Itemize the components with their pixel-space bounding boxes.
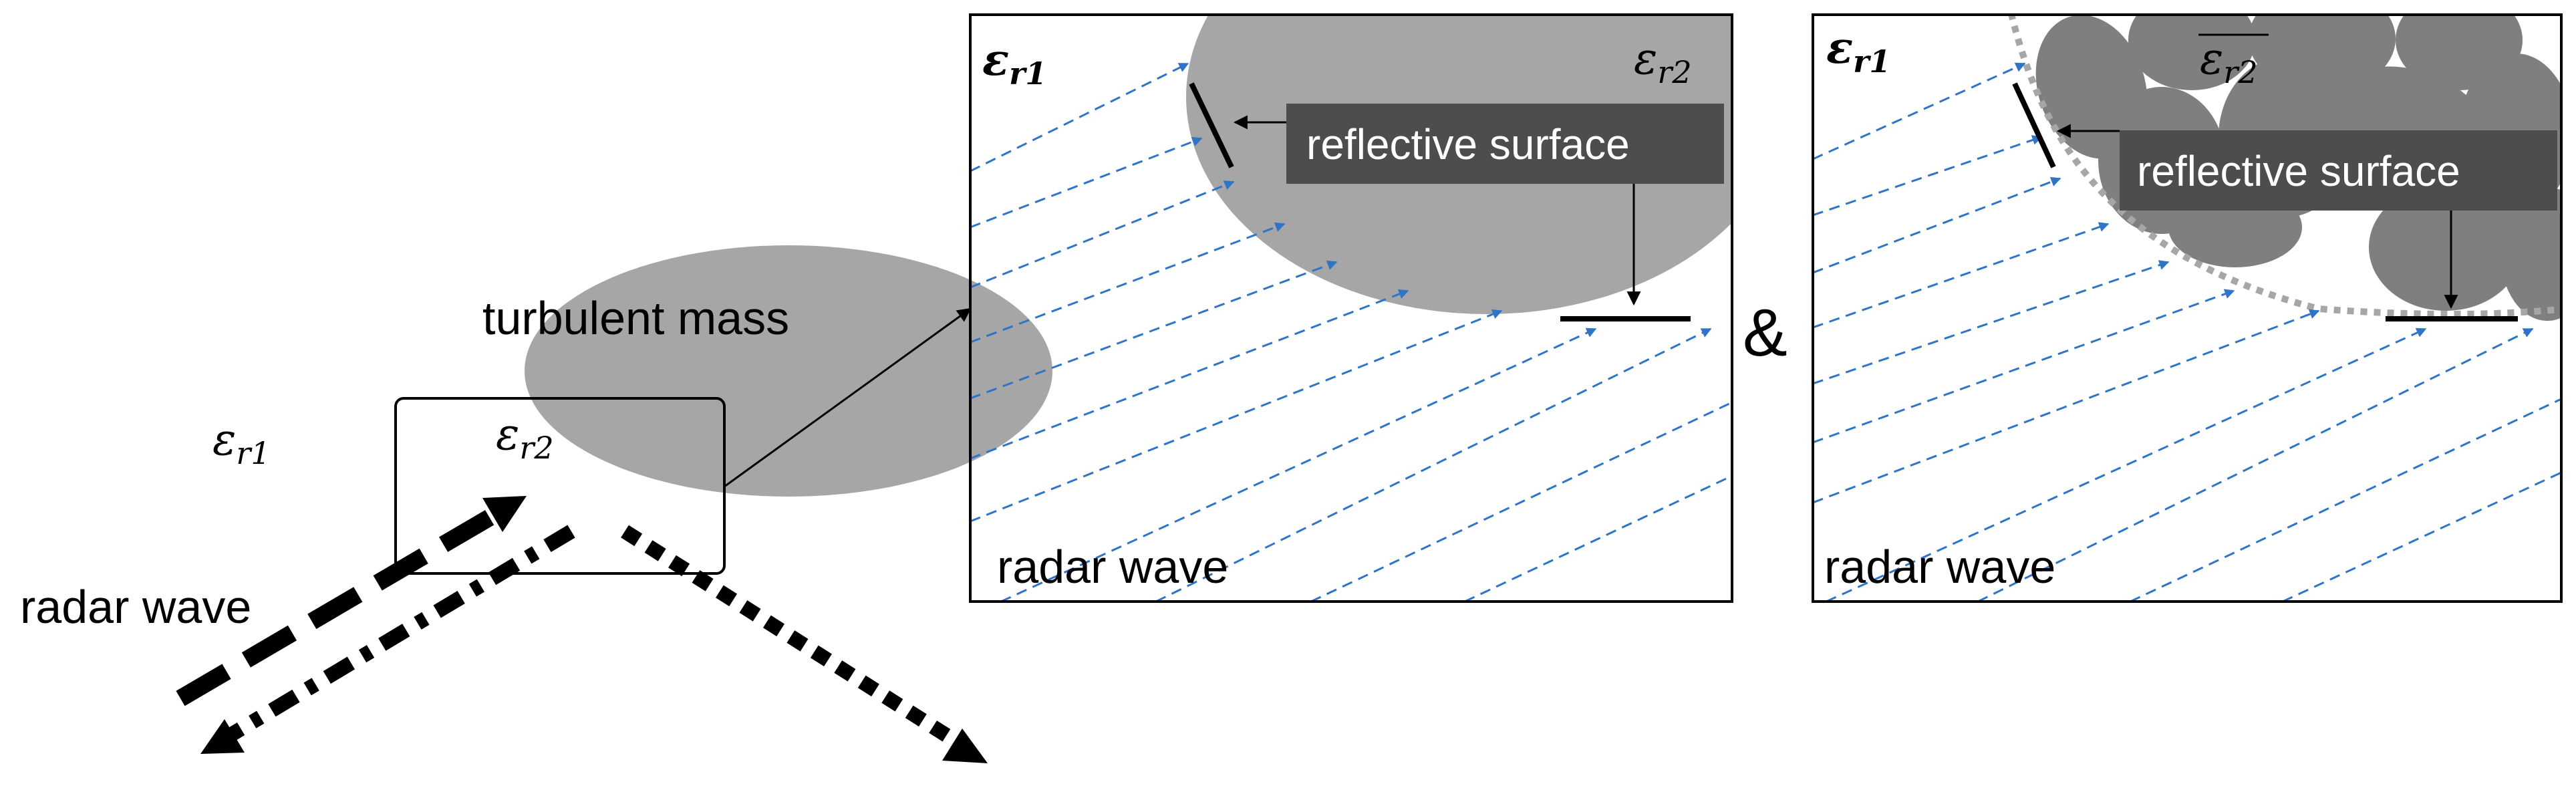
radar-wave-label: radar wave — [997, 541, 1228, 593]
middle-panel-frame — [969, 13, 1733, 603]
reflective-surface-callout: reflective surface — [2137, 147, 2460, 195]
backscatter-wave-arrow — [229, 525, 575, 741]
reflective-surface-oblique — [1189, 82, 1234, 168]
forward-scatter-wave-arrowhead — [942, 729, 988, 763]
dotted-mass-boundary — [2008, 15, 2561, 317]
epsilon-r2-mean-label: εr2 — [2200, 33, 2258, 90]
reflective-surface-callout: reflective surface — [1306, 120, 1630, 168]
left-scene: turbulent mass εr1 εr2 radar wave — [20, 245, 1052, 763]
right-panel: reflective surface εr1 εr2 radar wave — [1812, 13, 2563, 603]
epsilon-r1-label: εr1 — [1826, 21, 1890, 80]
radar-wave-label: radar wave — [20, 581, 251, 633]
turbulent-mass-label: turbulent mass — [482, 292, 789, 344]
reflective-surface-oblique — [2012, 82, 2056, 168]
forward-scatter-wave-arrow — [621, 525, 963, 750]
radar-rays — [970, 62, 1732, 602]
turbulent-mass — [525, 245, 1052, 497]
epsilon-r1-label: εr1 — [982, 33, 1046, 92]
epsilon-r2-label: εr2 — [496, 408, 554, 466]
incident-wave-arrow — [176, 507, 499, 706]
radar-rays — [1813, 62, 2561, 602]
ampersand-connector: & — [1743, 295, 1787, 370]
epsilon-r2-label: εr2 — [1634, 33, 1692, 90]
radar-wave-label: radar wave — [1824, 541, 2055, 593]
zoom-connector-line — [724, 307, 972, 488]
reflective-surface-callout-box — [2120, 130, 2557, 211]
middle-panel: reflective surface εr1 εr2 radar wave — [969, 13, 1733, 603]
reflective-surface-callout-box — [1286, 104, 1724, 184]
incident-wave-arrowhead — [482, 496, 527, 532]
right-panel-frame — [1812, 13, 2563, 603]
epsilon-r1-label: εr1 — [212, 414, 271, 471]
backscatter-wave-arrowhead — [200, 719, 245, 754]
